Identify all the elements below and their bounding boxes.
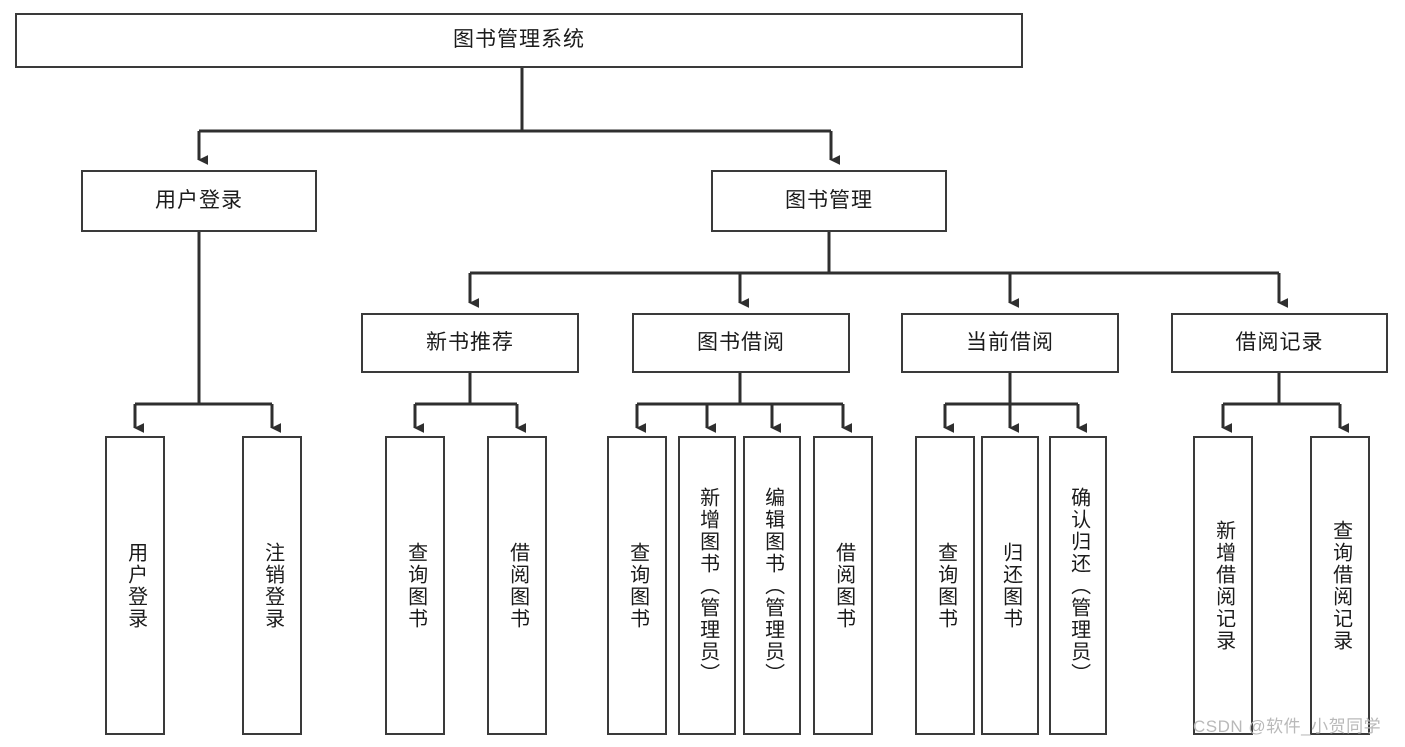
node-book-borrow[interactable]: 图书借阅 — [632, 313, 850, 373]
node-leaf-borrow-book-1[interactable]: 借阅图书 — [487, 436, 547, 735]
node-leaf-user-login[interactable]: 用户登录 — [105, 436, 165, 735]
node-root-label: 图书管理系统 — [453, 28, 585, 52]
node-leaf-add-book[interactable]: 新增图书（管理员） — [678, 436, 736, 735]
node-leaf-query-record[interactable]: 查询借阅记录 — [1310, 436, 1370, 735]
node-leaf-query-book-2[interactable]: 查询图书 — [607, 436, 667, 735]
node-leaf-query-book-3[interactable]: 查询图书 — [915, 436, 975, 735]
node-leaf-add-record[interactable]: 新增借阅记录 — [1193, 436, 1253, 735]
node-leaf-add-book-label: 新增图书（管理员） — [696, 486, 719, 685]
node-leaf-return-book-label: 归还图书 — [999, 541, 1022, 630]
node-leaf-query-book-1[interactable]: 查询图书 — [385, 436, 445, 735]
node-leaf-query-record-label: 查询借阅记录 — [1329, 519, 1352, 652]
node-user-login-label: 用户登录 — [155, 188, 243, 212]
node-new-book-recommend-label: 新书推荐 — [426, 330, 514, 354]
node-leaf-add-record-label: 新增借阅记录 — [1212, 519, 1235, 652]
node-leaf-query-book-3-label: 查询图书 — [934, 541, 957, 630]
node-user-login[interactable]: 用户登录 — [81, 170, 317, 232]
node-leaf-edit-book[interactable]: 编辑图书（管理员） — [743, 436, 801, 735]
node-borrow-record[interactable]: 借阅记录 — [1171, 313, 1388, 373]
node-leaf-edit-book-label: 编辑图书（管理员） — [761, 486, 784, 685]
node-leaf-query-book-2-label: 查询图书 — [626, 541, 649, 630]
node-leaf-confirm-return[interactable]: 确认归还（管理员） — [1049, 436, 1107, 735]
node-current-borrow-label: 当前借阅 — [966, 330, 1054, 354]
node-borrow-record-label: 借阅记录 — [1235, 330, 1324, 354]
node-leaf-logout-login[interactable]: 注销登录 — [242, 436, 302, 735]
node-book-manage[interactable]: 图书管理 — [711, 170, 947, 232]
node-current-borrow[interactable]: 当前借阅 — [901, 313, 1119, 373]
node-leaf-confirm-return-label: 确认归还（管理员） — [1067, 486, 1090, 685]
node-leaf-query-book-1-label: 查询图书 — [404, 541, 427, 630]
node-leaf-return-book[interactable]: 归还图书 — [981, 436, 1039, 735]
node-leaf-user-login-label: 用户登录 — [124, 541, 147, 630]
node-book-manage-label: 图书管理 — [785, 188, 873, 212]
node-book-borrow-label: 图书借阅 — [697, 330, 785, 354]
watermark: CSDN @软件_小贺同学 — [1193, 717, 1382, 736]
node-leaf-borrow-book-1-label: 借阅图书 — [506, 541, 529, 630]
node-leaf-borrow-book-2[interactable]: 借阅图书 — [813, 436, 873, 735]
node-leaf-borrow-book-2-label: 借阅图书 — [832, 541, 855, 630]
node-leaf-logout-login-label: 注销登录 — [261, 541, 284, 630]
node-root[interactable]: 图书管理系统 — [15, 13, 1023, 68]
node-new-book-recommend[interactable]: 新书推荐 — [361, 313, 579, 373]
